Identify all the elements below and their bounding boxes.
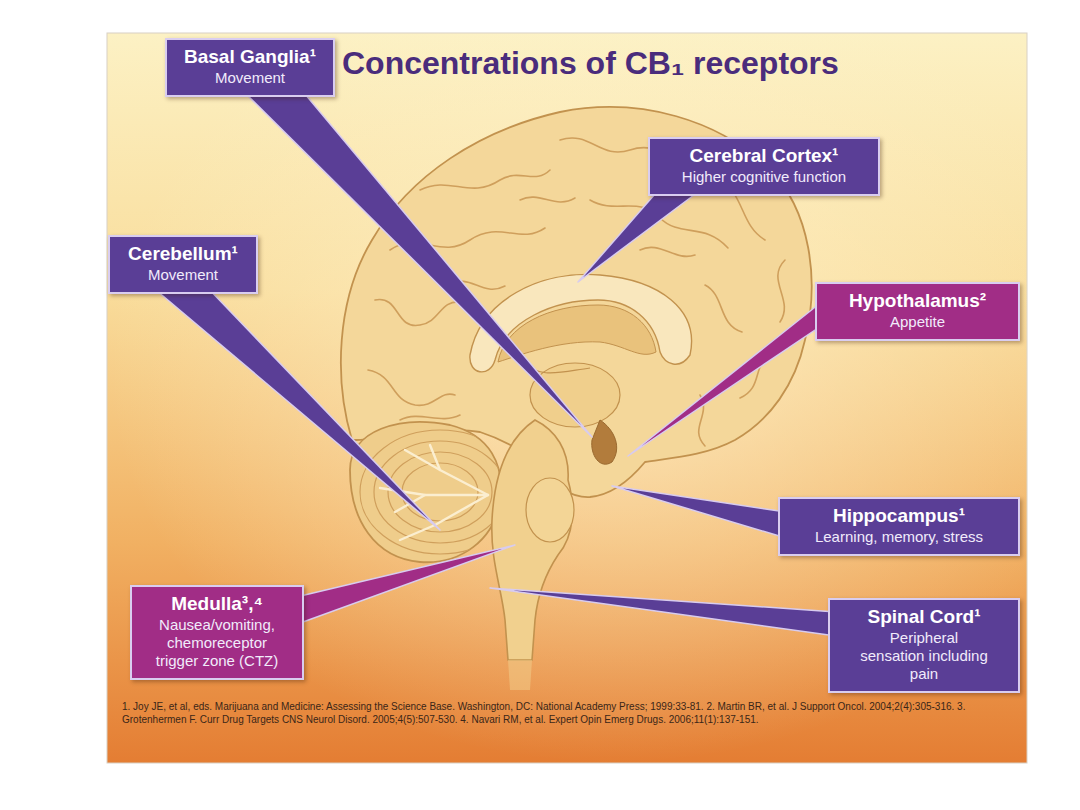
callout-box: Hippocampus¹Learning, memory, stress (778, 497, 1020, 556)
pointer-wedge (150, 285, 440, 530)
arbor-branch (405, 450, 488, 495)
gyrus-line (375, 300, 460, 326)
pointer-wedge (292, 545, 515, 626)
region-function: Learning, memory, stress (794, 528, 1004, 546)
callout-box: Spinal Cord¹Peripheral sensation includi… (828, 598, 1020, 693)
region-name: Medulla³,⁴ (146, 593, 288, 616)
gyrus-line (368, 370, 455, 405)
callout-box: Basal Ganglia¹Movement (165, 38, 335, 97)
gyrus-line (400, 415, 460, 420)
pointer-wedge (628, 300, 824, 456)
cerebellum (350, 422, 501, 562)
region-name: Hippocampus¹ (794, 505, 1004, 528)
gyrus-line (520, 197, 575, 202)
region-name: Hypothalamus² (831, 290, 1004, 313)
region-name: Spinal Cord¹ (844, 606, 1004, 629)
brainstem (492, 420, 573, 660)
region-function: Movement (124, 266, 242, 284)
pons (526, 478, 574, 542)
region-name: Cerebral Cortex¹ (664, 145, 864, 168)
gyrus-line (778, 260, 785, 322)
pointer-wedge (578, 186, 706, 282)
corpus-callosum (470, 274, 692, 371)
region-function: Movement (181, 69, 319, 87)
arbor-branch (430, 445, 440, 470)
background-glow (107, 33, 1027, 763)
reference-note: 1. Joy JE, et al, eds. Marijuana and Med… (122, 700, 1002, 726)
region-function: Higher cognitive function (664, 168, 864, 186)
diagram-title: Concentrations of CB₁ receptors (342, 44, 839, 82)
gyrus-line (420, 170, 550, 190)
spinal-cord (508, 660, 532, 690)
pointer-wedge (612, 486, 786, 538)
callout-box: Cerebral Cortex¹Higher cognitive functio… (648, 137, 880, 196)
gyrus-line (640, 247, 695, 256)
pointer-wedge (490, 588, 836, 636)
callout-box: Medulla³,⁴Nausea/vomiting, chemoreceptor… (130, 585, 304, 680)
region-function: Appetite (831, 313, 1004, 331)
callout-box: Cerebellum¹Movement (108, 235, 258, 294)
callout-box: Hypothalamus²Appetite (815, 282, 1020, 341)
third-ventricle (592, 420, 617, 464)
background-panel (107, 33, 1027, 763)
region-name: Cerebellum¹ (124, 243, 242, 266)
gyrus-line (705, 285, 742, 332)
region-name: Basal Ganglia¹ (181, 46, 319, 69)
region-function: Peripheral sensation including pain (860, 629, 988, 683)
folia-line (374, 441, 506, 543)
region-function: Nausea/vomiting, chemoreceptor trigger z… (147, 616, 287, 670)
